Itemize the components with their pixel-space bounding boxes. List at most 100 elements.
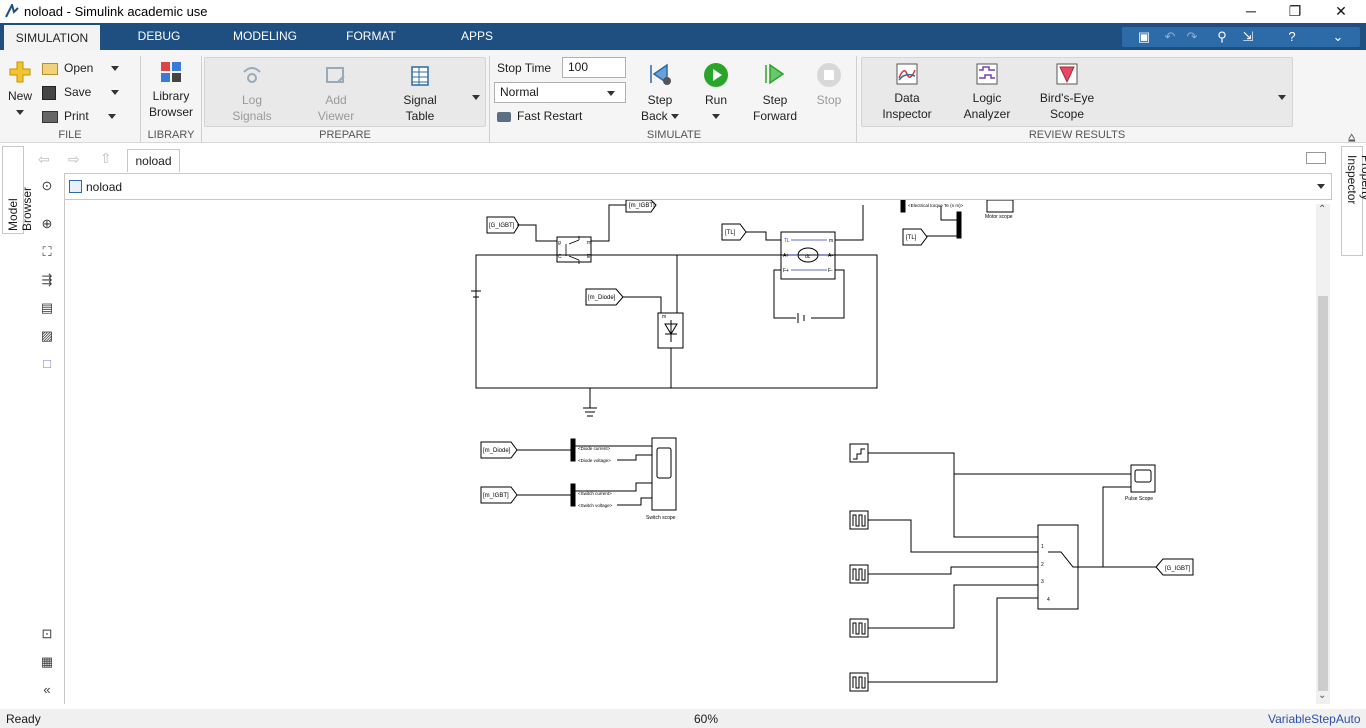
- close-button[interactable]: ✕: [1335, 3, 1347, 19]
- multiport-switch-block[interactable]: [1037, 524, 1079, 610]
- logic-analyzer-button[interactable]: Logic Analyzer: [958, 62, 1016, 122]
- motor-scope-block[interactable]: [986, 200, 1014, 213]
- save-button[interactable]: Save: [42, 82, 122, 102]
- tab-apps[interactable]: APPS: [460, 29, 493, 43]
- simulation-mode-select[interactable]: Normal: [494, 82, 626, 103]
- from-tl-tag-2[interactable]: [902, 228, 928, 246]
- back-arrow-icon[interactable]: ⇦: [38, 151, 50, 167]
- birds-eye-scope-button[interactable]: Bird's-Eye Scope: [1036, 62, 1098, 122]
- area-icon[interactable]: □: [43, 356, 51, 371]
- new-button[interactable]: New: [4, 60, 36, 120]
- address-bar[interactable]: noload: [64, 173, 1332, 200]
- tl-wire[interactable]: [746, 231, 781, 241]
- zoom-icon[interactable]: ⊕: [41, 216, 53, 231]
- save-dropdown-icon[interactable]: [110, 90, 119, 96]
- model-browser-tab[interactable]: Model Browser: [2, 146, 34, 234]
- tab-simulation[interactable]: SIMULATION: [4, 23, 100, 50]
- pulse-generator-2[interactable]: [849, 564, 869, 584]
- igbt-block[interactable]: g m C E: [556, 236, 592, 264]
- switch-output-wire[interactable]: [1078, 486, 1156, 568]
- goto-m-diode-tag[interactable]: [585, 288, 624, 306]
- run-dropdown-icon[interactable]: [712, 114, 720, 120]
- fit-to-view-icon[interactable]: ⛶: [42, 244, 52, 259]
- save-icon[interactable]: ▣: [1137, 29, 1151, 44]
- motor-mux-block[interactable]: [956, 211, 962, 239]
- model-data-icon[interactable]: ▦: [40, 654, 54, 669]
- switch-bus-selector[interactable]: [570, 483, 576, 507]
- maximize-button[interactable]: ❐: [1288, 3, 1302, 19]
- pulse-generator-4[interactable]: [849, 672, 869, 692]
- demux-input-wires[interactable]: [517, 449, 571, 496]
- keyboard-icon[interactable]: [1306, 152, 1326, 164]
- step-forward-button[interactable]: Step Forward: [750, 62, 800, 124]
- diode-wire[interactable]: [670, 255, 678, 388]
- open-dropdown-icon[interactable]: [110, 66, 119, 72]
- annotation-icon[interactable]: ▤: [40, 300, 54, 315]
- signal-table-button[interactable]: Signal Table: [394, 64, 446, 124]
- from-tl-tag-1[interactable]: [721, 223, 747, 241]
- vertical-scrollbar-thumb[interactable]: [1318, 296, 1328, 691]
- open-button[interactable]: Open: [42, 58, 122, 78]
- pulse-generator-3[interactable]: [849, 618, 869, 638]
- print-dropdown-icon[interactable]: [108, 114, 117, 120]
- collapse-ribbon-icon[interactable]: ⌄: [1332, 29, 1344, 44]
- dc-machine-block[interactable]: dc TL m A+ A- F+ F-: [780, 231, 836, 280]
- hide-explorer-icon[interactable]: ⊙: [41, 178, 53, 193]
- up-arrow-icon[interactable]: ⇧: [100, 150, 112, 166]
- model-canvas[interactable]: g m C E m [G_IGBT] [m_IGBT] [m_Diode] dc…: [64, 200, 1316, 704]
- undo-icon[interactable]: ↶: [1164, 29, 1176, 44]
- from-m-igbt-tag[interactable]: [480, 486, 518, 504]
- fast-restart-toggle[interactable]: Fast Restart: [497, 106, 582, 126]
- image-icon[interactable]: ▨: [40, 328, 54, 343]
- tab-format[interactable]: FORMAT: [346, 29, 396, 43]
- diode-block[interactable]: m: [657, 312, 684, 349]
- property-inspector-tab[interactable]: Property Inspector: [1341, 146, 1366, 256]
- signal-routing-icon[interactable]: ⇶: [41, 272, 53, 287]
- dc-voltage-source[interactable]: [471, 255, 481, 320]
- m-igbt-signal-wire[interactable]: [591, 204, 626, 242]
- step-source-block[interactable]: [849, 443, 869, 463]
- g-igbt-signal-wire[interactable]: [517, 224, 557, 242]
- prepare-expand-icon[interactable]: [472, 90, 480, 104]
- collapse-toolstrip-icon[interactable]: ⩠: [1348, 130, 1356, 144]
- stop-time-input[interactable]: 100: [562, 57, 626, 78]
- pulse-generator-1[interactable]: [849, 510, 869, 530]
- m-diode-signal-wire[interactable]: [623, 296, 662, 313]
- scroll-down-icon[interactable]: ⌄: [1318, 690, 1327, 701]
- from-m-diode-tag[interactable]: [480, 441, 518, 459]
- scroll-up-icon[interactable]: ⌃: [1318, 204, 1327, 215]
- add-viewer-button[interactable]: Add Viewer: [310, 64, 362, 124]
- zoom-level[interactable]: 60%: [694, 712, 719, 726]
- step-back-button[interactable]: Step Back: [636, 62, 684, 124]
- goto-m-igbt-tag[interactable]: [625, 200, 657, 213]
- step-output-wire[interactable]: [868, 452, 1131, 538]
- collapse-palette-icon[interactable]: «: [43, 682, 51, 697]
- forward-arrow-icon[interactable]: ⇨: [68, 151, 80, 167]
- stop-button[interactable]: Stop: [810, 62, 848, 108]
- pulse-wires[interactable]: [868, 519, 1038, 683]
- field-circuit-wire[interactable]: [773, 269, 845, 319]
- log-signals-button[interactable]: Log Signals: [226, 64, 278, 124]
- data-inspector-button[interactable]: Data Inspector: [878, 62, 936, 122]
- solver-link[interactable]: VariableStepAuto: [1268, 712, 1361, 726]
- tab-debug[interactable]: DEBUG: [137, 29, 181, 43]
- help-icon[interactable]: ?: [1288, 29, 1296, 44]
- search-icon[interactable]: ⚲: [1217, 29, 1227, 44]
- library-browser-button[interactable]: Library Browser: [144, 60, 198, 120]
- diode-bus-selector[interactable]: [570, 438, 576, 462]
- run-button[interactable]: Run: [694, 62, 738, 124]
- toolstrip-options-icon[interactable]: ⇲: [1242, 29, 1254, 44]
- screenshot-icon[interactable]: ⊡: [41, 626, 53, 641]
- print-button[interactable]: Print: [42, 106, 122, 126]
- new-dropdown-icon[interactable]: [16, 110, 24, 116]
- review-expand-icon[interactable]: [1278, 90, 1286, 104]
- pulse-scope-block[interactable]: [1130, 464, 1156, 493]
- motor-m-wire[interactable]: [835, 205, 864, 241]
- ground-block[interactable]: [583, 388, 597, 417]
- minimize-button[interactable]: ─: [1246, 3, 1256, 19]
- address-dropdown-icon[interactable]: [1317, 184, 1325, 189]
- motor-bus-selector[interactable]: [900, 200, 906, 213]
- switch-scope-wires[interactable]: [575, 445, 652, 506]
- field-source[interactable]: [797, 313, 805, 323]
- tab-modeling[interactable]: MODELING: [232, 29, 297, 43]
